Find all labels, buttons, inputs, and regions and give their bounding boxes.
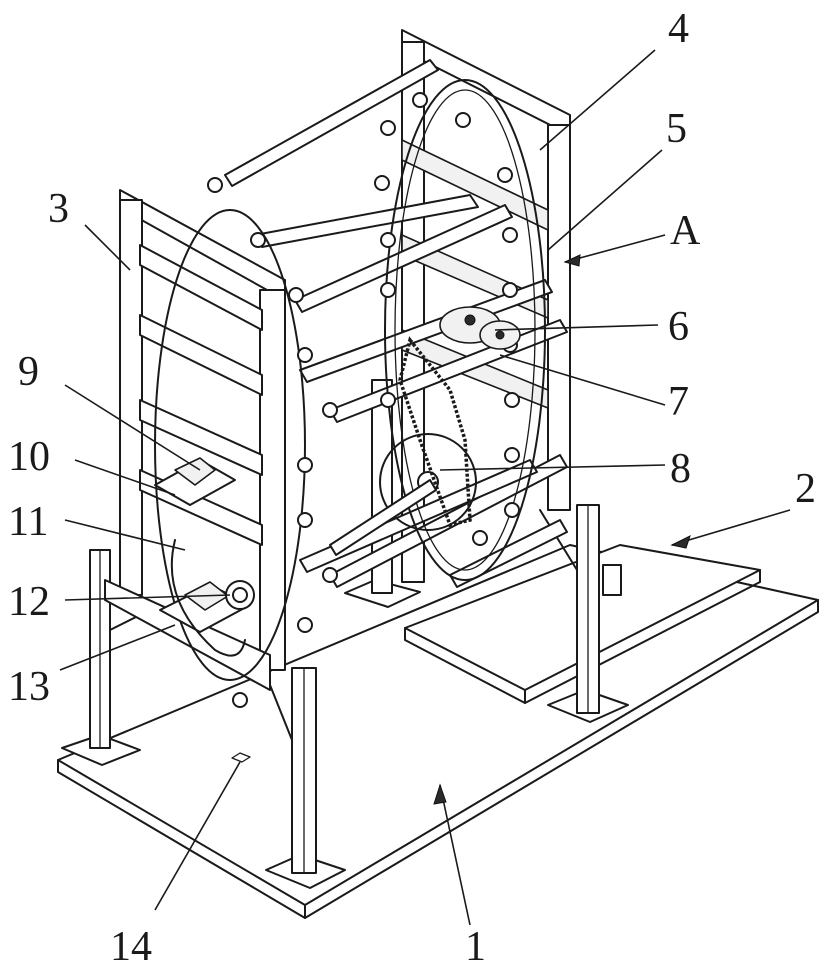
arrowhead-2 [672,536,690,548]
base-plate [58,545,818,918]
callout-9: 9 [18,349,39,395]
callout-A: A [670,208,701,254]
bearing-blocks [155,458,254,632]
callout-13: 13 [8,664,50,710]
callout-2: 2 [795,466,816,512]
callout-12: 12 [8,579,50,625]
front-conveyor-ring [155,178,337,707]
callout-8: 8 [670,446,691,492]
callout-3: 3 [48,186,69,232]
callout-5: 5 [666,106,687,152]
callout-6: 6 [668,304,689,350]
callout-7: 7 [668,379,689,425]
callout-11: 11 [8,499,48,545]
callout-4: 4 [668,6,689,52]
callout-1: 1 [465,924,486,970]
callout-14: 14 [110,924,152,970]
callout-10: 10 [8,434,50,480]
gear-assembly [440,307,520,349]
